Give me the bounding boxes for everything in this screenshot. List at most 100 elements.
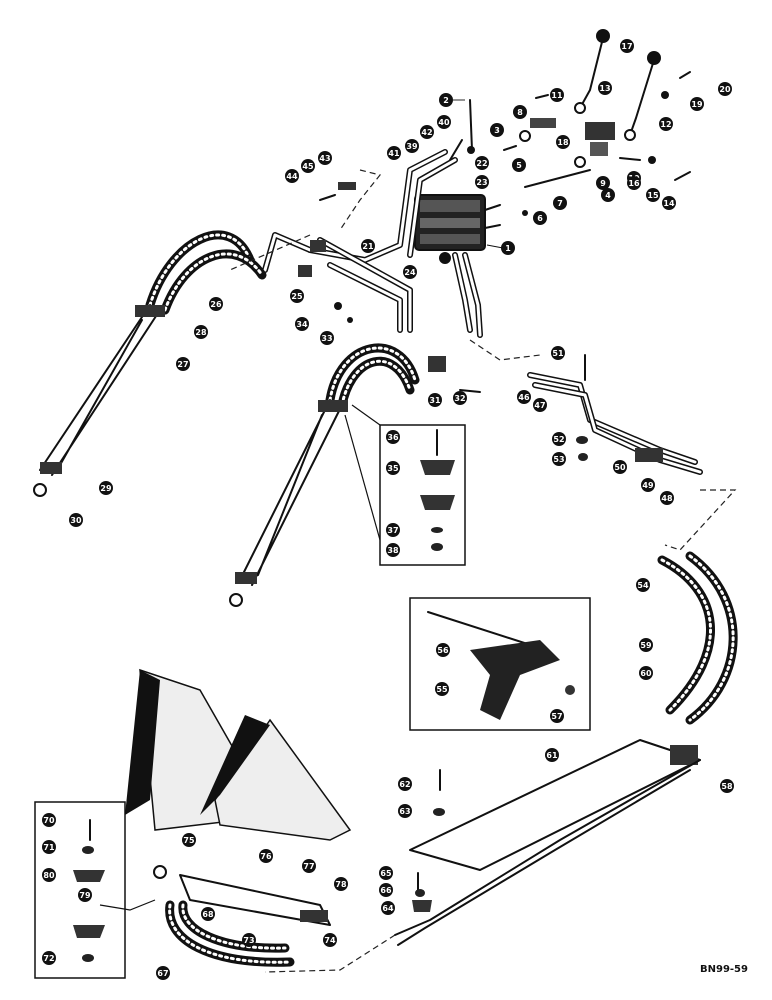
callout-39: 39 — [405, 139, 419, 153]
svg-text:75: 75 — [183, 836, 195, 845]
svg-text:28: 28 — [195, 328, 207, 337]
callout-9: 9 — [596, 176, 610, 190]
callout-21: 21 — [361, 239, 375, 253]
svg-text:67: 67 — [157, 969, 168, 978]
callout-44: 44 — [285, 169, 299, 183]
svg-text:9: 9 — [600, 179, 606, 188]
callout-68: 68 — [201, 907, 215, 921]
callout-47: 47 — [533, 398, 547, 412]
svg-text:25: 25 — [291, 292, 303, 301]
callout-72: 72 — [42, 951, 56, 965]
svg-text:41: 41 — [388, 149, 400, 158]
callout-29: 29 — [99, 481, 113, 495]
svg-text:1: 1 — [505, 244, 511, 253]
svg-text:79: 79 — [79, 891, 91, 900]
callout-37: 37 — [386, 523, 400, 537]
callout-49: 49 — [641, 478, 655, 492]
callout-77: 77 — [302, 859, 316, 873]
svg-text:48: 48 — [661, 494, 673, 503]
callout-56: 56 — [436, 643, 450, 657]
callout-76: 76 — [259, 849, 273, 863]
svg-text:19: 19 — [691, 100, 703, 109]
callout-70: 70 — [42, 813, 56, 827]
callout-52: 52 — [552, 432, 566, 446]
svg-text:58: 58 — [721, 782, 733, 791]
clamp-detail-box — [344, 404, 466, 566]
callout-57: 57 — [550, 709, 564, 723]
svg-text:59: 59 — [640, 641, 652, 650]
frame-rail — [394, 739, 701, 946]
callout-6: 6 — [533, 211, 547, 225]
svg-text:64: 64 — [382, 904, 394, 913]
callout-4: 4 — [601, 188, 615, 202]
svg-text:46: 46 — [518, 393, 530, 402]
svg-text:17: 17 — [621, 42, 632, 51]
callout-23: 23 — [475, 175, 489, 189]
svg-text:35: 35 — [387, 464, 399, 473]
svg-text:14: 14 — [663, 199, 675, 208]
svg-text:57: 57 — [551, 712, 562, 721]
callout-15: 15 — [646, 188, 660, 202]
callout-27: 27 — [176, 357, 190, 371]
svg-text:38: 38 — [387, 546, 399, 555]
callout-12: 12 — [659, 117, 673, 131]
svg-text:26: 26 — [210, 300, 222, 309]
callout-38: 38 — [386, 543, 400, 557]
callout-61: 61 — [545, 748, 559, 762]
callout-22: 22 — [475, 156, 489, 170]
lower-cylinder — [153, 865, 331, 967]
right-hoses — [657, 551, 738, 725]
callout-62: 62 — [398, 777, 412, 791]
callout-79: 79 — [78, 888, 92, 902]
bracket-detail-box — [409, 597, 591, 731]
callout-74: 74 — [323, 933, 337, 947]
callout-42: 42 — [420, 125, 434, 139]
svg-text:78: 78 — [335, 880, 347, 889]
callout-75: 75 — [182, 833, 196, 847]
callout-65: 65 — [379, 866, 393, 880]
callout-78: 78 — [334, 877, 348, 891]
callout-32: 32 — [453, 391, 467, 405]
callout-11: 11 — [550, 88, 564, 102]
callout-55: 55 — [435, 682, 449, 696]
svg-text:11: 11 — [551, 91, 563, 100]
callout-66: 66 — [379, 883, 393, 897]
svg-text:71: 71 — [43, 843, 55, 852]
callout-33: 33 — [320, 331, 334, 345]
callout-46: 46 — [517, 390, 531, 404]
left-cylinder — [33, 230, 267, 497]
svg-text:39: 39 — [406, 142, 418, 151]
callout-30: 30 — [69, 513, 83, 527]
svg-text:53: 53 — [553, 455, 564, 464]
callout-53: 53 — [552, 452, 566, 466]
svg-text:5: 5 — [516, 161, 522, 170]
svg-text:30: 30 — [70, 516, 82, 525]
callout-1: 1 — [486, 241, 515, 255]
callout-59: 59 — [639, 638, 653, 652]
callout-26: 26 — [209, 297, 223, 311]
callout-20: 20 — [718, 82, 732, 96]
control-valve — [414, 194, 501, 264]
callout-50: 50 — [613, 460, 627, 474]
callout-63: 63 — [398, 804, 412, 818]
svg-text:52: 52 — [553, 435, 564, 444]
svg-text:43: 43 — [319, 154, 330, 163]
callout-80: 80 — [42, 868, 56, 882]
center-cylinder — [229, 343, 420, 607]
svg-text:16: 16 — [628, 179, 640, 188]
callout-24: 24 — [403, 265, 417, 279]
svg-text:80: 80 — [43, 871, 55, 880]
callout-73: 73 — [242, 933, 256, 947]
svg-text:66: 66 — [380, 886, 392, 895]
svg-text:13: 13 — [599, 84, 610, 93]
callout-2: 2 — [439, 93, 465, 107]
callout-13: 13 — [598, 81, 612, 95]
svg-text:24: 24 — [404, 268, 416, 277]
svg-text:76: 76 — [260, 852, 272, 861]
callout-16: 16 — [627, 176, 641, 190]
callout-58: 58 — [720, 779, 734, 793]
callout-34: 34 — [295, 317, 309, 331]
svg-text:12: 12 — [660, 120, 671, 129]
svg-text:34: 34 — [296, 320, 308, 329]
svg-text:27: 27 — [177, 360, 188, 369]
